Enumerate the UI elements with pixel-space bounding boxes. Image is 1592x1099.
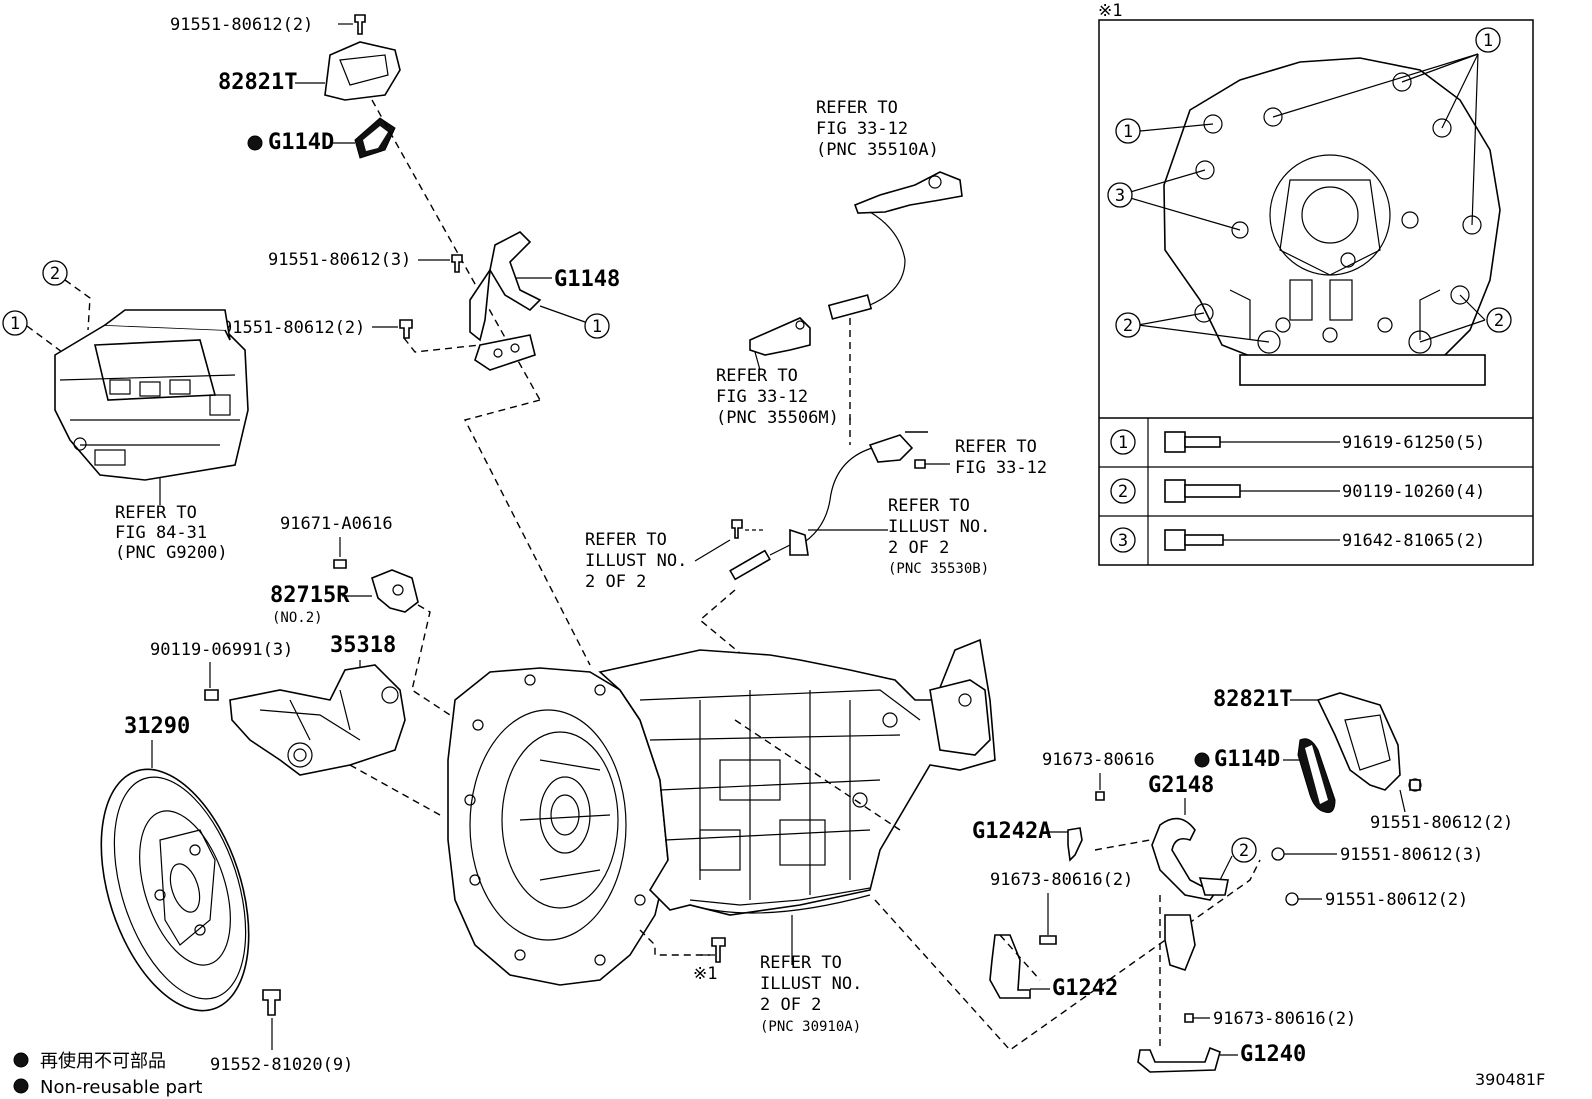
upper-cover-group: 91551-80612(2) 82821T G114D 91551-80612(… xyxy=(170,14,620,666)
ref-illust-2of2-a-line3: 2 OF 2 xyxy=(585,572,646,592)
ref-35530B-line2: ILLUST NO. xyxy=(888,517,990,537)
ref-35510A-line3: (PNC 35510A) xyxy=(816,140,939,160)
inset-callout-1b: 1 xyxy=(1123,122,1133,142)
legend: 再使用不可部品 Non-reusable part xyxy=(13,1051,202,1098)
transmission-front-face-drawing xyxy=(1163,57,1501,386)
label-82821T-right: 82821T xyxy=(1213,687,1292,712)
inset-callout-2a: 2 xyxy=(1123,316,1133,336)
callout-2-inverter: 2 xyxy=(50,264,60,284)
label-90119-06991-3: 90119-06991(3) xyxy=(150,640,293,660)
label-91673-80616: 91673-80616 xyxy=(1042,750,1155,770)
label-31290: 31290 xyxy=(124,714,190,739)
non-reusable-dot xyxy=(247,135,263,151)
diagram-code: 390481F xyxy=(1475,1070,1545,1089)
ref-30910A-line3: 2 OF 2 xyxy=(760,995,821,1015)
svg-text:2: 2 xyxy=(1118,482,1128,502)
transmission-main-assembly: ※1 REFER TO ILLUST NO. 2 OF 2 (PNC 30910… xyxy=(447,638,1261,1051)
label-82821T-top: 82821T xyxy=(218,70,297,95)
speed-sensor-group: REFER TO FIG 33-12 (PNC 35510A) REFER TO… xyxy=(585,98,1047,679)
label-ref-mark-1: ※1 xyxy=(693,964,717,984)
inset-callout-3: 3 xyxy=(1115,186,1125,206)
label-91673-80616-2-b: 91673-80616(2) xyxy=(1213,1009,1356,1029)
ref-fig-84-31-line2: FIG 84-31 xyxy=(115,523,207,543)
svg-text:3: 3 xyxy=(1118,531,1128,551)
ref-35506M-line3: (PNC 35506M) xyxy=(716,408,839,428)
inset-table-row: 2 90119-10260(4) xyxy=(1110,478,1485,504)
callout-1-inverter: 1 xyxy=(10,314,20,334)
inset-table-part-1: 91619-61250(5) xyxy=(1342,433,1485,453)
label-G2148: G2148 xyxy=(1148,773,1214,798)
legend-en: Non-reusable part xyxy=(40,1077,202,1098)
bracket-group: 91671-A0616 82715R (NO.2) 90119-06991(3)… xyxy=(150,514,451,816)
ref-35506M-line2: FIG 33-12 xyxy=(716,387,808,407)
label-G114D-top: G114D xyxy=(268,130,334,155)
inset-callout-1a: 1 xyxy=(1483,31,1493,51)
label-G1148: G1148 xyxy=(554,267,620,292)
ref-illust-2of2-a-line2: ILLUST NO. xyxy=(585,551,687,571)
legend-jp: 再使用不可部品 xyxy=(40,1051,166,1072)
inset-table-part-2: 90119-10260(4) xyxy=(1342,482,1485,502)
inverter-assembly: 2 1 REFER TO FIG 84-31 (PNC G9200) xyxy=(2,260,249,563)
ref-fig-84-31-line1: REFER TO xyxy=(115,503,197,523)
ref-illust-2of2-a-line1: REFER TO xyxy=(585,530,667,550)
inset-table-row: 3 91642-81065(2) xyxy=(1110,527,1485,553)
ref-fig-84-31-line3: (PNC G9200) xyxy=(115,543,228,563)
inset-panel: ※1 xyxy=(1098,1,1534,566)
label-G114D-right: G114D xyxy=(1214,747,1280,772)
svg-text:1: 1 xyxy=(1118,433,1128,453)
non-reusable-dot xyxy=(1194,752,1210,768)
label-91671-A0616: 91671-A0616 xyxy=(280,514,393,534)
ref-35510A-line2: FIG 33-12 xyxy=(816,119,908,139)
label-91551-80612-2-mid: 91551-80612(2) xyxy=(222,318,365,338)
ref-fig-33-12-b-line2: FIG 33-12 xyxy=(955,458,1047,478)
label-G1242A: G1242A xyxy=(972,819,1051,844)
ref-30910A-line4: (PNC 30910A) xyxy=(760,1019,861,1035)
ref-35530B-line3: 2 OF 2 xyxy=(888,538,949,558)
legend-dot-icon xyxy=(13,1052,29,1068)
ref-35510A-line1: REFER TO xyxy=(816,98,898,118)
label-91551-80612-2-right-b: 91551-80612(2) xyxy=(1325,890,1468,910)
ref-35506M-line1: REFER TO xyxy=(716,366,798,386)
label-91551-80612-2-top: 91551-80612(2) xyxy=(170,15,313,35)
inset-table-row: 1 91619-61250(5) xyxy=(1110,429,1485,455)
ref-30910A-line1: REFER TO xyxy=(760,953,842,973)
legend-dot-icon xyxy=(13,1078,29,1094)
label-82715R: 82715R xyxy=(270,583,350,608)
label-G1240: G1240 xyxy=(1240,1042,1306,1067)
label-35318: 35318 xyxy=(330,633,396,658)
label-91552-81020-9: 91552-81020(9) xyxy=(210,1055,353,1075)
ref-35530B-line1: REFER TO xyxy=(888,496,970,516)
label-82715R-no2: (NO.2) xyxy=(272,610,323,626)
ref-30910A-line2: ILLUST NO. xyxy=(760,974,862,994)
ref-35530B-line4: (PNC 35530B) xyxy=(888,561,989,577)
callout-2-right: 2 xyxy=(1239,841,1249,861)
callout-1-g1148: 1 xyxy=(592,317,602,337)
label-G1242: G1242 xyxy=(1052,976,1118,1001)
ref-fig-33-12-b-line1: REFER TO xyxy=(955,437,1037,457)
label-91673-80616-2-a: 91673-80616(2) xyxy=(990,870,1133,890)
label-91551-80612-3-right: 91551-80612(3) xyxy=(1340,845,1483,865)
inset-callout-2b: 2 xyxy=(1494,311,1504,331)
label-91551-80612-3-upper: 91551-80612(3) xyxy=(268,250,411,270)
label-91551-80612-2-right-a: 91551-80612(2) xyxy=(1370,813,1513,833)
right-cover-group: 82821T 91551-80612(2) G114D G2148 2 9155… xyxy=(972,687,1513,1073)
inset-table-part-3: 91642-81065(2) xyxy=(1342,531,1485,551)
inset-marker: ※1 xyxy=(1098,1,1122,21)
drive-plate-group: 31290 91552-81020(9) xyxy=(100,714,353,1075)
